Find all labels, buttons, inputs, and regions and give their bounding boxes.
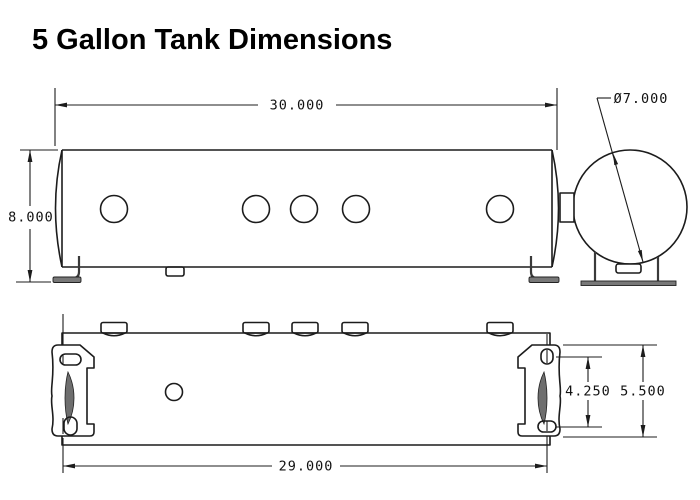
left-endcap-curve bbox=[64, 370, 75, 426]
dim-overall-length: 30.000 bbox=[54, 88, 558, 150]
leader-line bbox=[596, 97, 644, 263]
bottom-view bbox=[50, 314, 562, 473]
arrowhead bbox=[637, 249, 643, 262]
port-hole bbox=[485, 194, 515, 224]
page-title: 5 Gallon Tank Dimensions bbox=[32, 24, 393, 56]
side-port-boss bbox=[559, 192, 575, 223]
left-bottom-slot bbox=[63, 416, 78, 436]
right-endcap-arc bbox=[551, 149, 560, 268]
bottom-port-boss bbox=[615, 263, 642, 274]
arrowhead bbox=[63, 463, 75, 469]
arrowhead bbox=[535, 463, 547, 469]
dim-slot-spacing-label: 4.250 bbox=[565, 384, 611, 400]
tank-end-circle bbox=[572, 149, 688, 265]
arrowhead bbox=[585, 415, 591, 427]
dim-overall-height: 8.000 bbox=[8, 149, 58, 283]
arrowhead bbox=[27, 270, 33, 282]
tank-bottom-outline bbox=[61, 332, 551, 446]
dim-overall-length-label: 30.000 bbox=[270, 98, 325, 114]
left-top-slot bbox=[59, 353, 82, 366]
port-hole bbox=[289, 194, 319, 224]
dim-mount-length: 29.000 bbox=[63, 459, 547, 475]
left-foot bbox=[52, 276, 82, 283]
left-endcap-arc bbox=[54, 149, 63, 268]
arrowhead bbox=[640, 425, 646, 437]
port-bosses bbox=[100, 321, 514, 337]
dim-mount-length-label: 29.000 bbox=[279, 459, 334, 475]
arrowhead bbox=[613, 153, 619, 166]
arrowhead bbox=[27, 150, 33, 162]
arrowhead bbox=[640, 345, 646, 357]
dim-slot-spacing: 4.250 bbox=[556, 356, 611, 428]
end-view bbox=[559, 149, 688, 286]
side-view bbox=[52, 149, 560, 283]
dim-end-diameter: Ø7.000 bbox=[596, 91, 669, 263]
port-hole bbox=[241, 194, 271, 224]
port-hole bbox=[341, 194, 371, 224]
dim-end-diameter-label: Ø7.000 bbox=[614, 91, 669, 107]
base-plate bbox=[580, 280, 677, 286]
dim-bracket-height: 5.500 bbox=[563, 344, 666, 438]
right-top-slot bbox=[540, 348, 554, 365]
dim-bracket-height-label: 5.500 bbox=[620, 384, 666, 400]
port-hole bbox=[99, 194, 129, 224]
center-port-hole bbox=[164, 382, 184, 402]
dim-overall-height-label: 8.000 bbox=[8, 210, 54, 226]
arrowhead bbox=[585, 357, 591, 369]
right-foot bbox=[528, 276, 560, 283]
arrowhead bbox=[55, 102, 67, 108]
right-endcap-curve bbox=[537, 370, 548, 426]
drain-port bbox=[165, 266, 185, 277]
arrowhead bbox=[545, 102, 557, 108]
